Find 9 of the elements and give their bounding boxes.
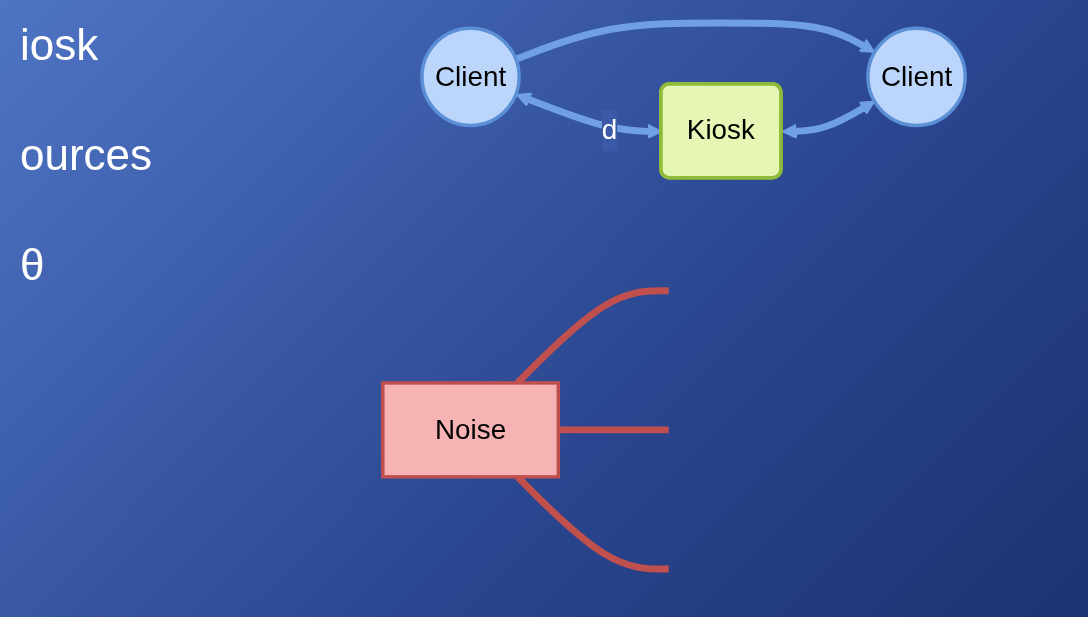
slide-text: iosk — [20, 20, 100, 70]
node-box: Noise — [381, 380, 561, 479]
node-circle: Client — [420, 25, 521, 127]
slide-text: ources — [20, 130, 154, 180]
node-circle: Client — [866, 25, 967, 127]
arrow — [514, 18, 876, 62]
slide-text: θ — [20, 240, 46, 290]
arrow — [781, 100, 876, 139]
edge-label: d — [601, 114, 618, 145]
